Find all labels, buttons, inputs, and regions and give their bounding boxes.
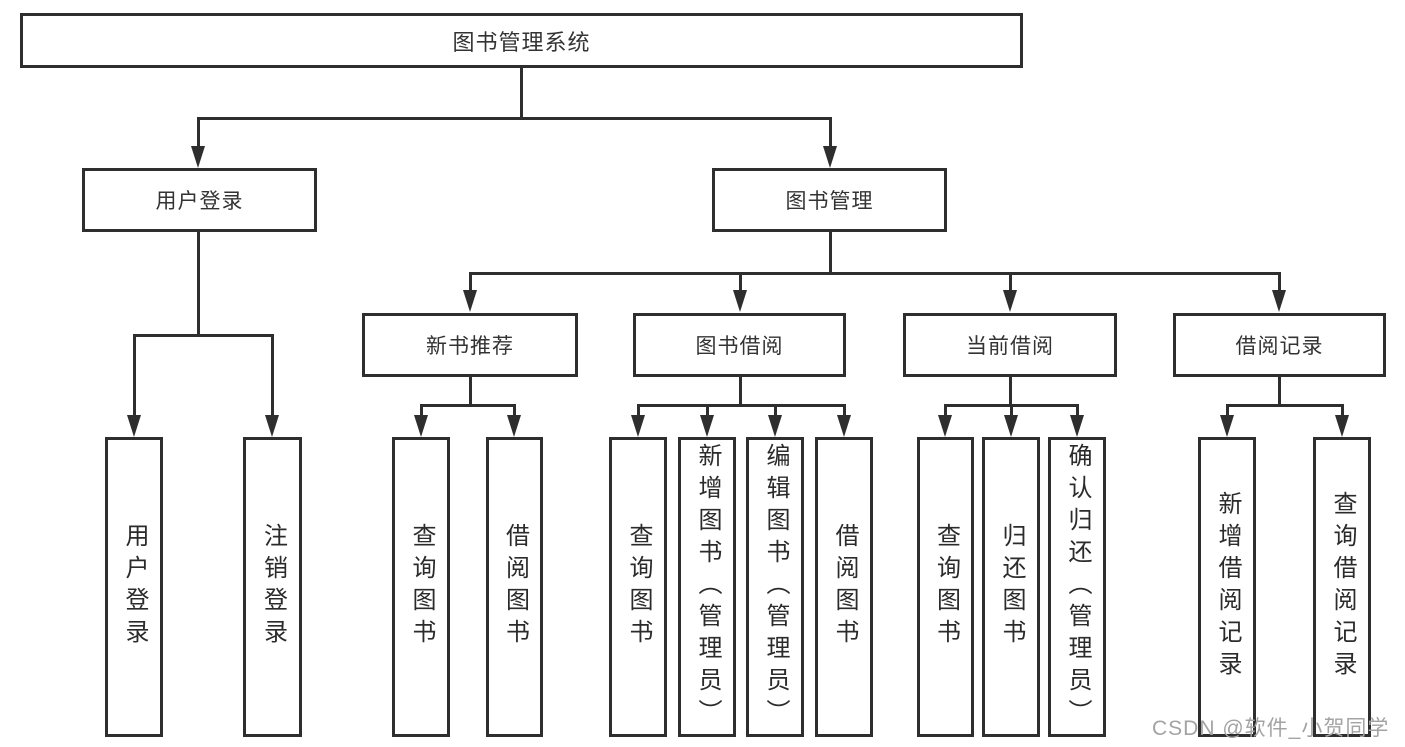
connector-line <box>1076 404 1079 420</box>
connector-line <box>843 404 846 420</box>
node-label: 图书管理系统 <box>452 29 591 55</box>
node-label: 借阅记录 <box>1235 335 1324 358</box>
leaf-label: 用户登录 <box>121 523 148 651</box>
connector-line <box>133 334 136 417</box>
arrowhead-down-icon <box>1335 415 1349 437</box>
connector-line <box>133 334 274 337</box>
arrowhead-down-icon <box>414 415 428 437</box>
connector-line <box>1341 404 1344 420</box>
connector-line <box>520 68 523 118</box>
connector-line <box>420 404 423 420</box>
arrowhead-down-icon <box>191 146 205 168</box>
leaf-label: 查询图书 <box>625 523 652 651</box>
connector-line <box>829 117 832 150</box>
arrowhead-down-icon <box>507 415 521 437</box>
node-library-management-system: 图书管理系统 <box>20 13 1023 68</box>
leaf-user-login: 用户登录 <box>105 437 163 737</box>
arrowhead-down-icon <box>768 415 782 437</box>
arrowhead-down-icon <box>938 415 952 437</box>
node-label: 用户登录 <box>155 190 244 213</box>
connector-line <box>420 404 516 407</box>
node-user-login: 用户登录 <box>82 168 317 232</box>
connector-line <box>197 117 200 150</box>
node-borrow-records: 借阅记录 <box>1173 313 1386 377</box>
leaf-label: 注销登录 <box>259 523 287 651</box>
connector-line <box>637 404 846 407</box>
leaf-return-books: 归还图书 <box>982 437 1040 737</box>
arrowhead-down-icon <box>823 146 837 168</box>
connector-line <box>197 117 832 120</box>
leaf-query-books-borrow: 查询图书 <box>609 437 667 737</box>
connector-line <box>829 232 832 274</box>
leaf-label: 查询图书 <box>408 523 435 651</box>
connector-line <box>1009 377 1012 406</box>
arrowhead-down-icon <box>1220 415 1234 437</box>
leaf-confirm-return-admin: 确认归还（管理员） <box>1048 437 1106 737</box>
leaf-label: 确认归还（管理员） <box>1064 443 1091 731</box>
leaf-query-books-recommend: 查询图书 <box>392 437 450 737</box>
leaf-edit-books-admin: 编辑图书（管理员） <box>746 437 804 737</box>
node-book-borrow: 图书借阅 <box>633 313 846 377</box>
arrowhead-down-icon <box>1272 290 1286 312</box>
leaf-label: 查询图书 <box>932 523 960 651</box>
node-new-book-recommend: 新书推荐 <box>362 313 578 377</box>
arrowhead-down-icon <box>265 415 279 437</box>
connector-line <box>637 404 640 420</box>
arrowhead-down-icon <box>1070 415 1084 437</box>
arrowhead-down-icon <box>1004 415 1018 437</box>
node-label: 图书借阅 <box>695 335 784 358</box>
node-label: 图书管理 <box>785 190 874 213</box>
connector-line <box>469 272 1281 275</box>
node-book-management: 图书管理 <box>712 168 947 232</box>
connector-line <box>739 377 742 406</box>
connector-line <box>1278 272 1281 294</box>
node-label: 新书推荐 <box>426 335 514 358</box>
connector-line <box>944 404 947 420</box>
connector-line <box>1009 272 1012 294</box>
connector-line <box>774 404 777 420</box>
arrowhead-down-icon <box>463 290 477 312</box>
arrowhead-down-icon <box>733 290 747 312</box>
arrowhead-down-icon <box>1003 290 1017 312</box>
arrowhead-down-icon <box>700 415 714 437</box>
leaf-label: 借阅图书 <box>501 523 529 651</box>
connector-line <box>1226 404 1344 407</box>
arrowhead-down-icon <box>127 415 141 437</box>
leaf-label: 查询借阅记录 <box>1329 491 1356 683</box>
leaf-label: 借阅图书 <box>831 523 858 651</box>
connector-line <box>706 404 709 420</box>
connector-line <box>1226 404 1229 420</box>
arrowhead-down-icon <box>837 415 851 437</box>
leaf-query-books-current: 查询图书 <box>917 437 974 737</box>
connector-line <box>513 404 516 420</box>
arrowhead-down-icon <box>631 415 645 437</box>
connector-line <box>271 334 274 417</box>
connector-line <box>197 232 200 336</box>
connector-line <box>469 377 472 406</box>
leaf-query-borrow-record: 查询借阅记录 <box>1313 437 1371 737</box>
leaf-label: 新增借阅记录 <box>1214 491 1241 683</box>
leaf-borrow-books-recommend: 借阅图书 <box>486 437 543 737</box>
leaf-label: 编辑图书（管理员） <box>762 443 789 731</box>
leaf-logout: 注销登录 <box>243 437 302 737</box>
leaf-label: 归还图书 <box>998 523 1025 651</box>
connector-line <box>739 272 742 294</box>
connector-line <box>469 272 472 294</box>
csdn-watermark: CSDN @软件_小贺同学 <box>1152 717 1390 740</box>
connector-line <box>1278 377 1281 406</box>
connector-line <box>1010 404 1013 420</box>
leaf-add-borrow-record: 新增借阅记录 <box>1198 437 1256 737</box>
node-label: 当前借阅 <box>966 335 1054 358</box>
node-current-borrow: 当前借阅 <box>903 313 1117 377</box>
leaf-borrow-books: 借阅图书 <box>815 437 873 737</box>
leaf-label: 新增图书（管理员） <box>694 443 721 731</box>
leaf-add-books-admin: 新增图书（管理员） <box>678 437 736 737</box>
